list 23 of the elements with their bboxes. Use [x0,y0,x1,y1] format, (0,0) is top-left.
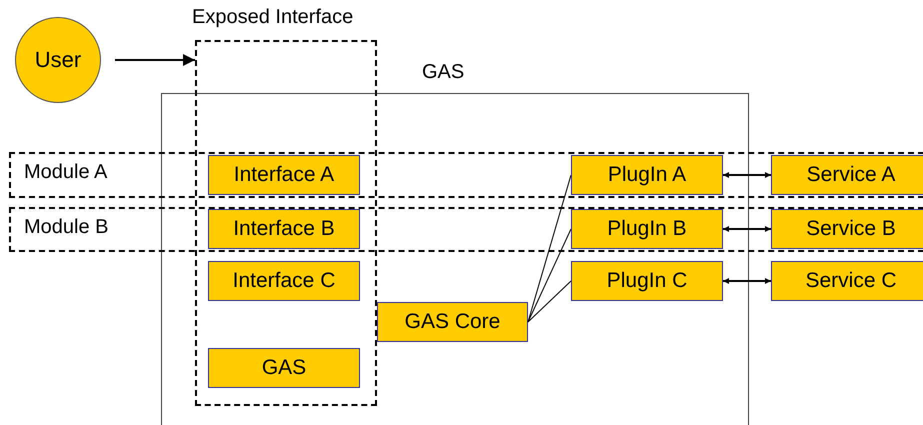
arrow [723,278,771,284]
component-box: PlugIn A [571,155,723,195]
component-box: PlugIn C [571,261,723,301]
module-label: Module A [24,161,108,184]
arrow [115,54,195,66]
component-box: Interface A [208,155,360,195]
component-box: Interface B [208,209,360,249]
connector-line [528,280,572,322]
connector-line [528,228,572,322]
component-box: Interface C [208,261,360,301]
component-box: Service C [771,261,923,301]
group-heading: Exposed Interface [192,6,354,29]
component-box: GAS Core [377,302,528,342]
component-box: Service B [771,209,923,249]
arrow [723,172,771,178]
module-label: Module B [24,216,108,239]
arrow [723,226,771,232]
group-heading: GAS [422,61,464,84]
component-box: GAS [208,348,360,388]
connector-line [528,174,572,322]
component-box: Service A [771,155,923,195]
user-circle: User [15,17,101,103]
component-box: PlugIn B [571,209,723,249]
